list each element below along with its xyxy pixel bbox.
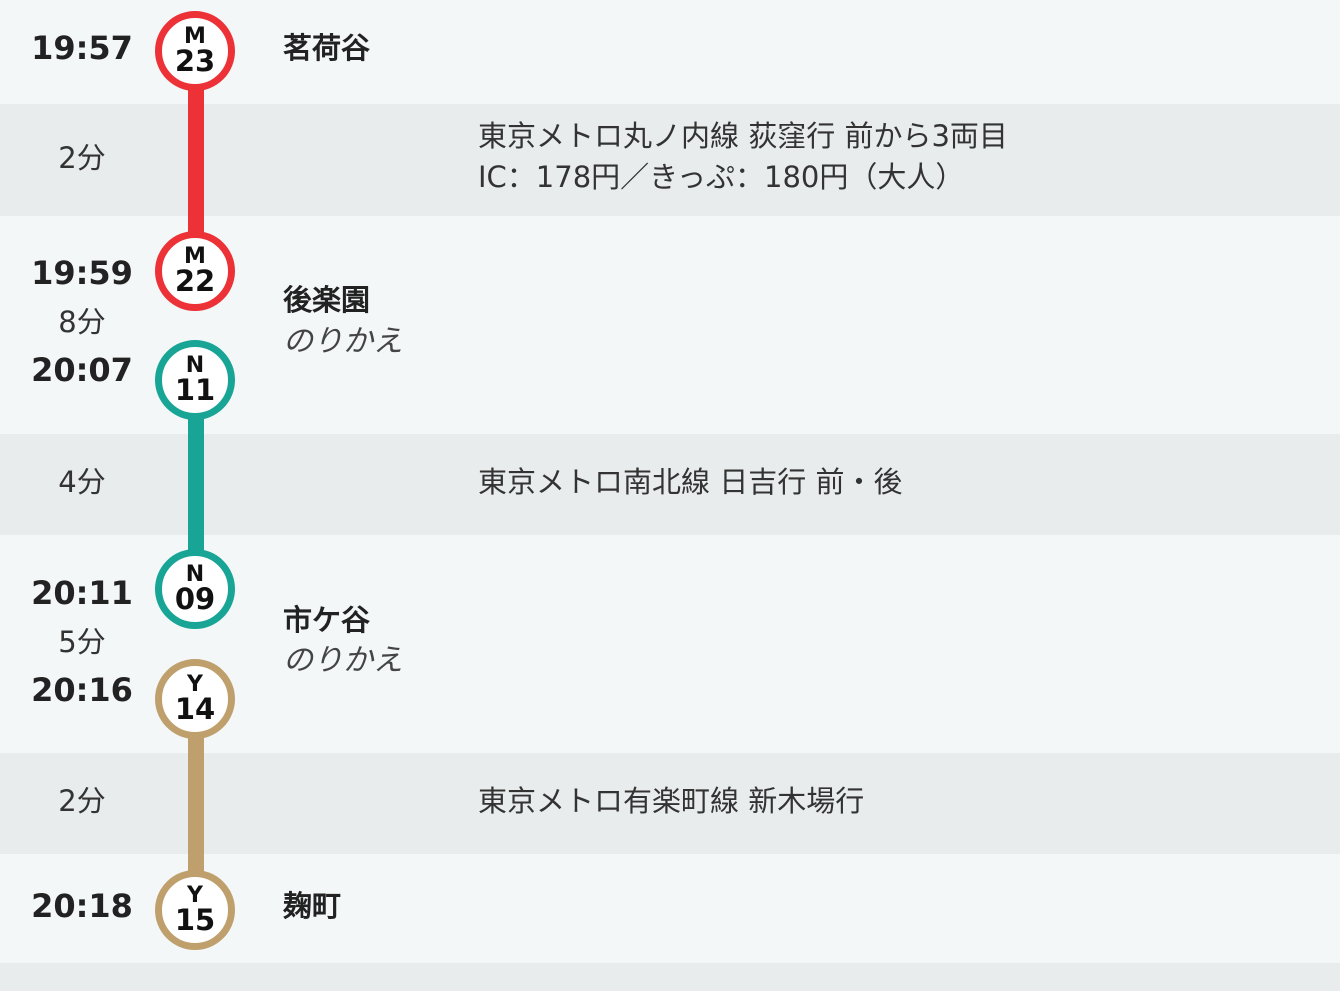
route-line-marunouchi — [188, 84, 204, 240]
ride-duration: 2分 — [58, 141, 106, 175]
route-line-yurakucho — [188, 730, 204, 880]
departure-time: 20:16 — [31, 671, 133, 709]
station-number: 23 — [174, 44, 216, 78]
line-name[interactable]: 東京メトロ丸ノ内線 — [478, 119, 740, 153]
transfer-label: のりかえ — [283, 324, 403, 359]
line-letter: N — [185, 353, 205, 378]
station-number: 09 — [174, 582, 216, 616]
ride-band-2 — [0, 434, 1340, 535]
station-name[interactable]: 市ケ谷 — [283, 603, 371, 637]
line-letter: M — [184, 24, 206, 49]
line-letter: Y — [187, 883, 203, 908]
ride-band-1 — [0, 104, 1340, 216]
destination: 新木場行 — [748, 784, 865, 818]
station-badge-m22[interactable]: M 22 — [155, 231, 235, 311]
arrival-time: 20:18 — [31, 887, 133, 925]
route-line-namboku — [188, 412, 204, 552]
station-number: 14 — [174, 692, 216, 726]
destination: 日吉行 — [719, 465, 807, 499]
transfer-duration: 8分 — [58, 305, 106, 339]
station-number: 11 — [174, 373, 216, 407]
station-badge-n11[interactable]: N 11 — [155, 340, 235, 420]
line-letter: M — [184, 244, 206, 269]
fare-info: IC：178円／きっぷ：180円（大人） — [478, 160, 965, 194]
transfer-label: のりかえ — [283, 643, 403, 678]
ride-info-line-1: 東京メトロ丸ノ内線 荻窪行 前から3両目 — [478, 116, 1008, 156]
car-position: 前・後 — [815, 465, 903, 499]
ride-duration: 2分 — [58, 784, 106, 818]
station-badge-m23[interactable]: M 23 — [155, 11, 235, 91]
ride-band-3 — [0, 753, 1340, 854]
station-name[interactable]: 茗荷谷 — [283, 31, 371, 65]
station-number: 22 — [174, 264, 216, 298]
arrival-time: 19:59 — [31, 254, 133, 292]
ride-duration: 4分 — [58, 465, 106, 499]
car-position: 前から3両目 — [844, 119, 1008, 153]
transfer-duration: 5分 — [58, 625, 106, 659]
station-badge-n09[interactable]: N 09 — [155, 549, 235, 629]
line-name[interactable]: 東京メトロ有楽町線 — [478, 784, 740, 818]
ride-info-line-2: 東京メトロ南北線 日吉行 前・後 — [478, 462, 902, 502]
bottom-band — [0, 963, 1340, 991]
station-name[interactable]: 後楽園 — [283, 283, 371, 317]
station-name[interactable]: 麹町 — [283, 889, 342, 923]
station-number: 15 — [174, 903, 216, 937]
destination: 荻窪行 — [748, 119, 836, 153]
departure-time: 20:07 — [31, 351, 133, 389]
ride-info-line-3: 東京メトロ有楽町線 新木場行 — [478, 781, 864, 821]
line-letter: N — [185, 562, 205, 587]
arrival-time: 20:11 — [31, 574, 133, 612]
line-letter: Y — [187, 672, 203, 697]
station-badge-y15[interactable]: Y 15 — [155, 870, 235, 950]
line-name[interactable]: 東京メトロ南北線 — [478, 465, 711, 499]
departure-time: 19:57 — [31, 29, 133, 67]
station-badge-y14[interactable]: Y 14 — [155, 659, 235, 739]
